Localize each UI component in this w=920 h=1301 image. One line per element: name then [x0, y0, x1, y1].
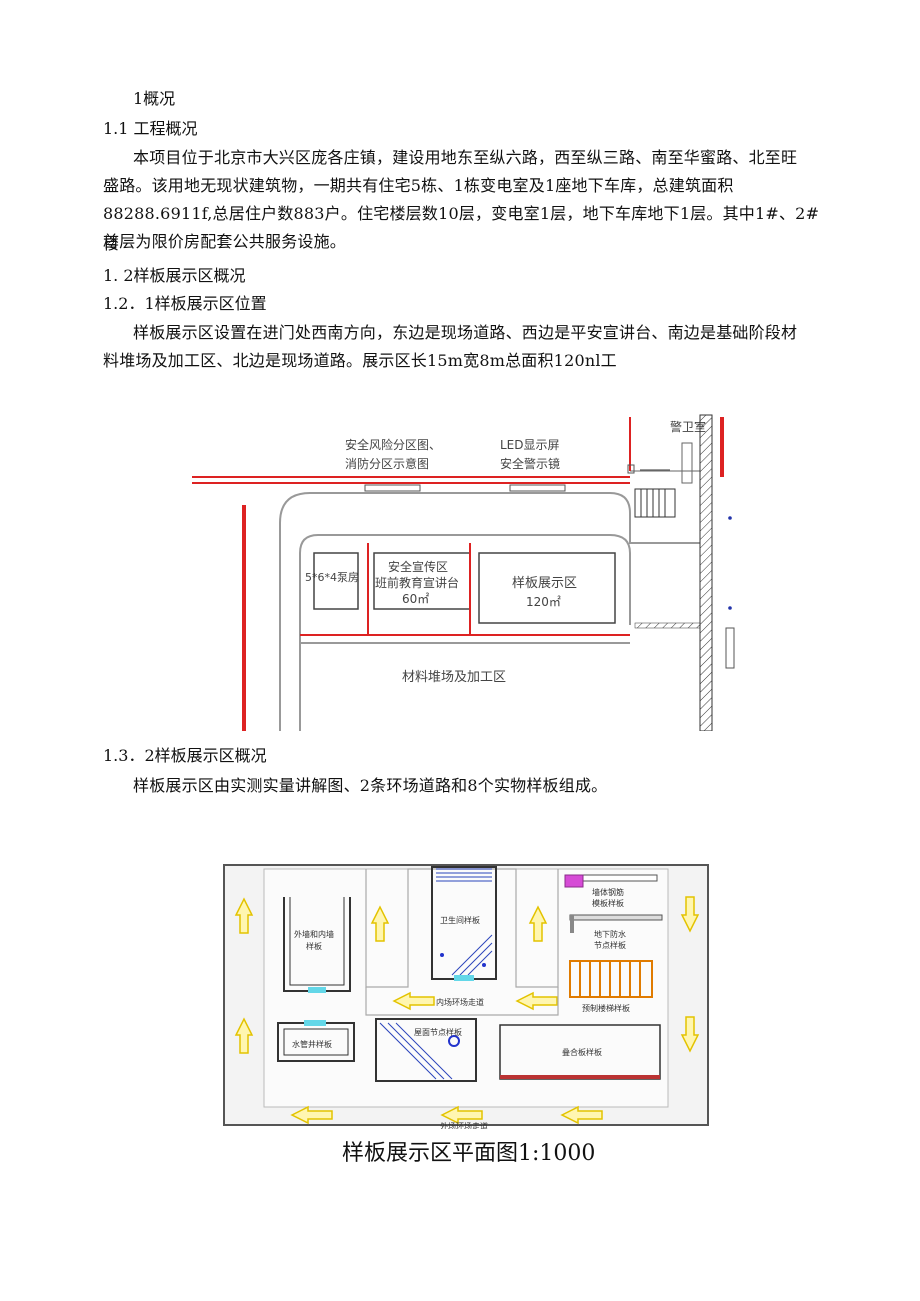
sample-area-label-1: 样板展示区: [512, 576, 577, 591]
outer-road-label: 外场环场走道: [440, 1121, 488, 1129]
heading-1-2: 1. 2样板展示区概况: [103, 266, 246, 285]
site-plan-diagram: 安全风险分区图、 消防分区示意图 LED显示屏 安全警示镜 警卫室 5*6*4泵…: [192, 414, 735, 731]
wall-sample-label-2: 样板: [306, 941, 322, 951]
heading-1: 1概况: [133, 89, 176, 108]
overview-line-3: 88288.6911f,总居住户数883户。住宅楼层数10层，变电室1层，地下车…: [103, 204, 820, 253]
overview-line-4: 首层为限价房配套公共服务设施。: [103, 232, 347, 251]
edu-area-label-3: 60㎡: [402, 592, 429, 606]
overview-line-1: 本项目位于北京市大兴区庞各庄镇，建设用地东至纵六路，西至纵三路、南至华蜜路、北至…: [133, 148, 798, 167]
figure-caption: 样板展示区平面图1:1000: [342, 1141, 596, 1166]
location-line-2: 料堆场及加工区、北边是现场道路。展示区长15m宽8m总面积120nl工: [103, 351, 617, 370]
rebar-sample-label-1: 墙体钢筋: [592, 887, 624, 897]
sign-risk-zone: 安全风险分区图、 消防分区示意图: [345, 437, 441, 492]
wall-sample-label-1: 外墙和内墙: [294, 929, 334, 939]
heading-1-2-1: 1.2．1样板展示区位置: [103, 294, 267, 313]
heading-1-3-2: 1.3．2样板展示区概况: [103, 746, 267, 765]
sample-area-label-2: 120㎡: [526, 595, 561, 609]
overview-line-2: 盛路。该用地无现状建筑物，一期共有住宅5栋、1栋变电室及1座地下车库，总建筑面积: [103, 176, 734, 195]
heading-1-1: 1.1 工程概况: [103, 119, 198, 138]
roof-sample-label: 屋面节点样板: [414, 1027, 462, 1037]
pipe-well-label: 水管井样板: [292, 1039, 332, 1049]
summary-line: 样板展示区由实测实量讲解图、2条环场道路和8个实物样板组成。: [133, 776, 608, 795]
edu-area-label-2: 班前教育宣讲台: [375, 575, 459, 590]
layout-plan-diagram: 内场环场走道 外墙和内墙 样板 卫生间样板 墙体钢筋 模板样板 地下防水 节点样…: [223, 864, 709, 1129]
guard-room-label: 警卫室: [670, 419, 706, 434]
pump-room-label: 5*6*4泵房: [305, 571, 359, 584]
svg-text:安全警示镜: 安全警示镜: [500, 456, 560, 471]
waterproof-sample-label-2: 节点样板: [594, 940, 626, 950]
stair-sample-label: 预制楼梯样板: [582, 1003, 630, 1013]
stairs-symbol: [634, 488, 676, 518]
svg-text:安全风险分区图、: 安全风险分区图、: [345, 437, 441, 452]
svg-text:消防分区示意图: 消防分区示意图: [345, 456, 429, 471]
edu-area-label-1: 安全宣传区: [388, 559, 448, 574]
waterproof-sample-label-1: 地下防水: [594, 929, 626, 939]
svg-text:LED显示屏: LED显示屏: [500, 438, 560, 452]
location-line-1: 样板展示区设置在进门处西南方向，东边是现场道路、西边是平安宣讲台、南边是基础阶段…: [133, 323, 798, 342]
material-yard-label: 材料堆场及加工区: [402, 670, 506, 685]
slab-sample-label: 叠合板样板: [562, 1047, 602, 1057]
inner-road-label: 内场环场走道: [436, 997, 484, 1007]
sign-led-screen: LED显示屏 安全警示镜: [500, 438, 566, 492]
bathroom-sample-label: 卫生间样板: [440, 915, 480, 925]
rebar-sample-label-2: 模板样板: [592, 898, 624, 908]
